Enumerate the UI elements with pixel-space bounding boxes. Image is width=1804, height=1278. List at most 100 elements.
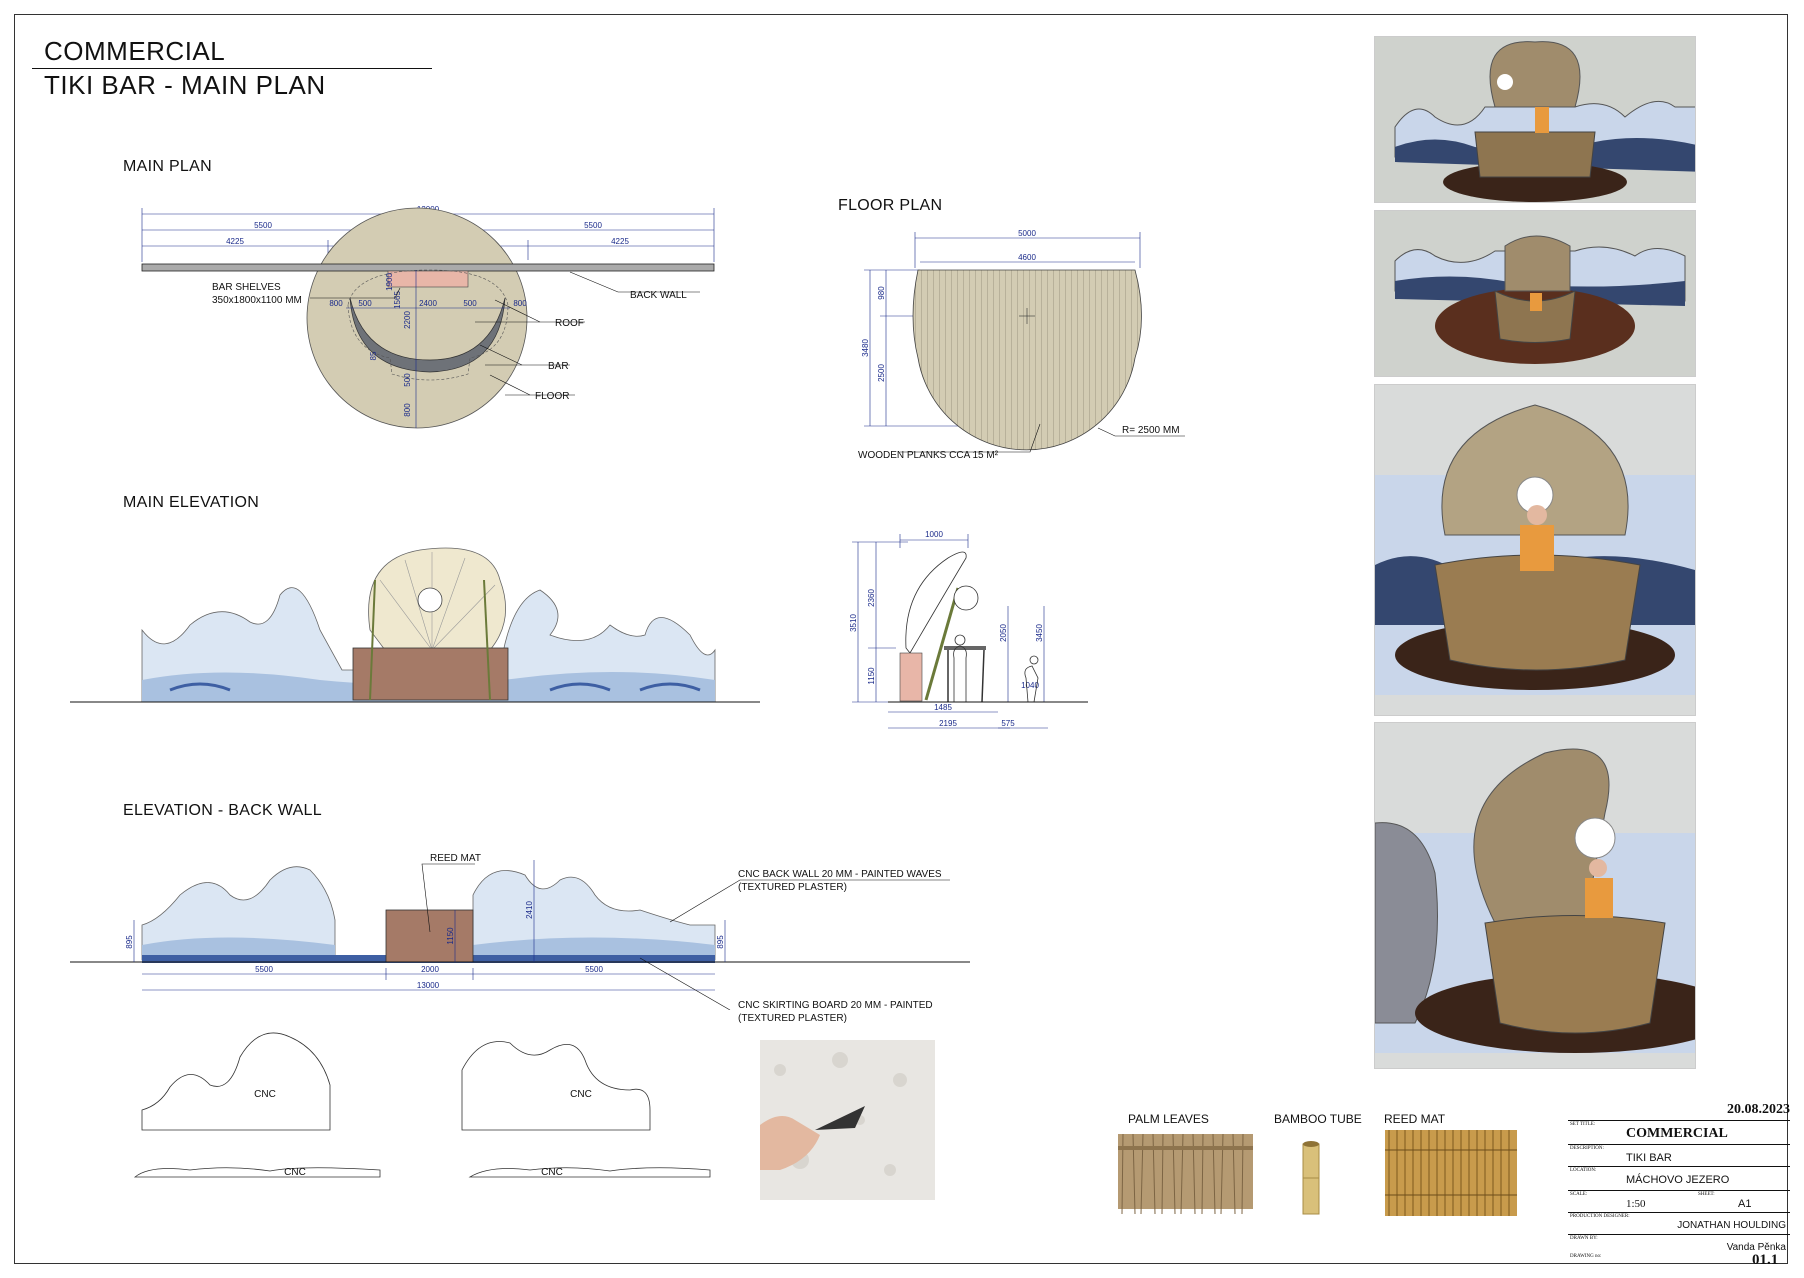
- floor-circle: [306, 207, 528, 429]
- bw-label-skirting-1: CNC SKIRTING BOARD 20 MM - PAINTED: [738, 1000, 933, 1011]
- tb-sheet: A1: [1738, 1198, 1752, 1210]
- bamboo-tube-swatch: [1302, 1141, 1320, 1215]
- floor-planks-shape: [912, 269, 1142, 451]
- cnc-skirting-left: [133, 1167, 381, 1178]
- render-2: [1374, 210, 1696, 377]
- header-line1: COMMERCIAL: [44, 36, 226, 66]
- bw-label-cnc-wall-1: CNC BACK WALL 20 MM - PAINTED WAVES: [738, 869, 942, 880]
- tb-drawing-number: 01.1: [1752, 1252, 1779, 1268]
- tb-drawing-label: DRAWING no:: [1570, 1254, 1602, 1259]
- sv-dim-575: 575: [1001, 719, 1015, 728]
- dim-800-r: 800: [513, 299, 527, 308]
- dim-500-l: 500: [358, 299, 372, 308]
- bw-reed-mat: [385, 909, 474, 963]
- tb-rule-6: [1568, 1234, 1790, 1235]
- material-reed-label: REED MAT: [1384, 1112, 1446, 1126]
- dim-5500-left: 5500: [254, 221, 272, 230]
- fp-dim-3480: 3480: [861, 339, 870, 357]
- wave-curls: [169, 682, 701, 692]
- tb-sheet-label: SHEET:: [1698, 1192, 1715, 1197]
- back-wall: [141, 263, 715, 272]
- tb-desc-label: DESCRIPTION:: [1570, 1146, 1604, 1151]
- tb-rule-4: [1568, 1190, 1790, 1191]
- bw-dim-13000: 13000: [417, 981, 440, 990]
- cnc-label-3: CNC: [284, 1167, 306, 1178]
- dim-85: 85: [369, 351, 378, 360]
- sv-dim-2050: 2050: [999, 624, 1008, 642]
- tb-rule-5: [1568, 1212, 1790, 1213]
- sv-bamboo-post: [924, 587, 960, 701]
- bar-body-elevation: [352, 647, 509, 701]
- cnc-piece-right: [461, 1041, 651, 1131]
- bw-dim-5500-left: 5500: [255, 965, 273, 974]
- dim-800-l: 800: [329, 299, 343, 308]
- reed-mat-swatch: [1385, 1130, 1517, 1216]
- fp-label-planks: WOODEN PLANKS CCA 15 M²: [858, 450, 999, 461]
- sv-lamp: [953, 585, 979, 611]
- tb-set-title-label: SET TITLE:: [1570, 1122, 1596, 1127]
- sv-dim-1150: 1150: [867, 667, 876, 685]
- bw-dim-2410: 2410: [525, 901, 534, 919]
- dim-2200: 2200: [403, 311, 412, 329]
- palm-leaves-swatch: [1118, 1134, 1253, 1215]
- bw-label-skirting-2: (TEXTURED PLASTER): [738, 1013, 847, 1024]
- sv-dim-2195: 2195: [939, 719, 957, 728]
- sv-dim-2360: 2360: [867, 589, 876, 607]
- material-palm-label: PALM LEAVES: [1128, 1112, 1209, 1126]
- bw-dim-5500-right: 5500: [585, 965, 603, 974]
- material-bamboo-label: BAMBOO TUBE: [1274, 1112, 1362, 1126]
- title-block: 20.08.2023 SET TITLE: COMMERCIAL DESCRIP…: [1568, 1098, 1794, 1263]
- hand: [760, 1116, 820, 1170]
- render-3: [1374, 384, 1696, 716]
- sv-customer-figure: [1024, 665, 1039, 703]
- tb-production-designer: JONATHAN HOULDING: [1677, 1220, 1786, 1231]
- sv-dim-1485: 1485: [934, 703, 952, 712]
- dim-4225-right: 4225: [611, 237, 629, 246]
- dim-5500-right: 5500: [584, 221, 602, 230]
- sv-dim-3510: 3510: [849, 614, 858, 632]
- dim-500-r: 500: [463, 299, 477, 308]
- section-elevation-back-wall: ELEVATION - BACK WALL: [123, 802, 322, 819]
- fp-dim-2500: 2500: [877, 364, 886, 382]
- sv-dim-1000: 1000: [925, 530, 943, 539]
- section-main-plan: MAIN PLAN: [123, 158, 212, 175]
- fp-dim-5000: 5000: [1018, 229, 1036, 238]
- tb-rule-2: [1568, 1144, 1790, 1145]
- bw-dim-2000: 2000: [421, 965, 439, 974]
- label-bar: BAR: [548, 361, 569, 372]
- bw-wave-right: [472, 870, 716, 961]
- sv-dim-3450: 3450: [1035, 624, 1044, 642]
- sv-shell-profile: [905, 551, 967, 654]
- cnc-label-4: CNC: [541, 1167, 563, 1178]
- render-4: [1374, 722, 1696, 1069]
- cnc-skirting-right: [468, 1167, 711, 1178]
- bw-wave-lower: [142, 937, 715, 960]
- cnc-piece-left: [141, 1032, 331, 1131]
- label-bar-shelves: BAR SHELVES: [212, 282, 281, 293]
- label-roof: ROOF: [555, 318, 584, 329]
- section-floor-plan: FLOOR PLAN: [838, 197, 943, 214]
- label-floor: FLOOR: [535, 391, 569, 402]
- dim-800-v: 800: [403, 403, 412, 417]
- bw-wave-left: [141, 866, 336, 961]
- trowel: [815, 1106, 865, 1130]
- section-view-drawing: 1000 3510 2360 1150 2050 3450 1040 1485 …: [849, 530, 1088, 729]
- tb-drawn-by: Vanda Pěnka: [1726, 1242, 1786, 1253]
- fp-dim-980: 980: [877, 286, 886, 300]
- bw-dim-895-right: 895: [716, 935, 725, 949]
- tb-drawn-label: DRAWN BY:: [1570, 1236, 1598, 1241]
- cnc-pieces-drawing: CNC CNC CNC CNC: [133, 1032, 711, 1178]
- pendant-lamp: [417, 587, 443, 613]
- tb-set-title: COMMERCIAL: [1626, 1126, 1728, 1141]
- floor-plan-drawing: 5000 4600 980 3480 2500 R= 2500 MM WOODE…: [858, 229, 1185, 461]
- tb-scale-label: SCALE:: [1570, 1192, 1588, 1197]
- bar-counter: [349, 297, 506, 373]
- tb-desc: TIKI BAR: [1626, 1152, 1672, 1164]
- drawing-border: [14, 14, 1788, 1264]
- section-main-elevation: MAIN ELEVATION: [123, 494, 260, 511]
- tb-pd-label: PRODUCTION DESIGNER:: [1570, 1214, 1630, 1219]
- tb-rule-1: [1568, 1120, 1790, 1121]
- dim-500-v: 500: [403, 373, 412, 387]
- main-plan-drawing: 13000 5500 2000 5500 4225 4550 4225 260 …: [141, 205, 715, 429]
- bw-dim-1150: 1150: [446, 927, 455, 945]
